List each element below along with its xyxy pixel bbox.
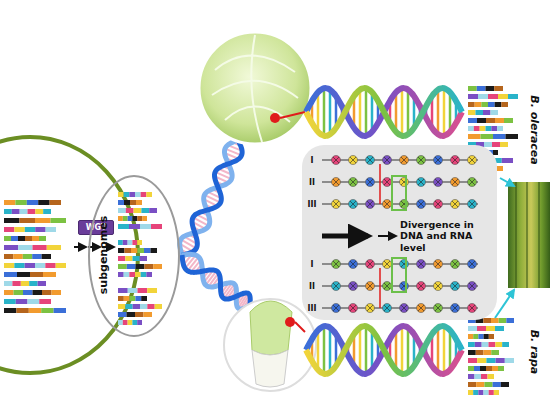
subgenome-numeral: I — [310, 156, 315, 165]
node-text: subgenomes — [97, 216, 110, 294]
subgenome-ellipse: subgenomes — [88, 175, 180, 337]
subgenome-numeral: II — [308, 178, 316, 187]
subgenome-numeral: I — [310, 260, 315, 269]
species-label: B. rapa — [528, 329, 541, 376]
subgenome-numeral: II — [308, 282, 316, 291]
subgenome-numeral: III — [307, 200, 318, 209]
info-panel: Divergence in DNA and RNA level — [302, 145, 497, 320]
species-label: B. oleracea — [528, 94, 541, 165]
subgenome-numeral: III — [307, 304, 318, 313]
node-text: Divergence in DNA and RNA level — [399, 218, 495, 254]
